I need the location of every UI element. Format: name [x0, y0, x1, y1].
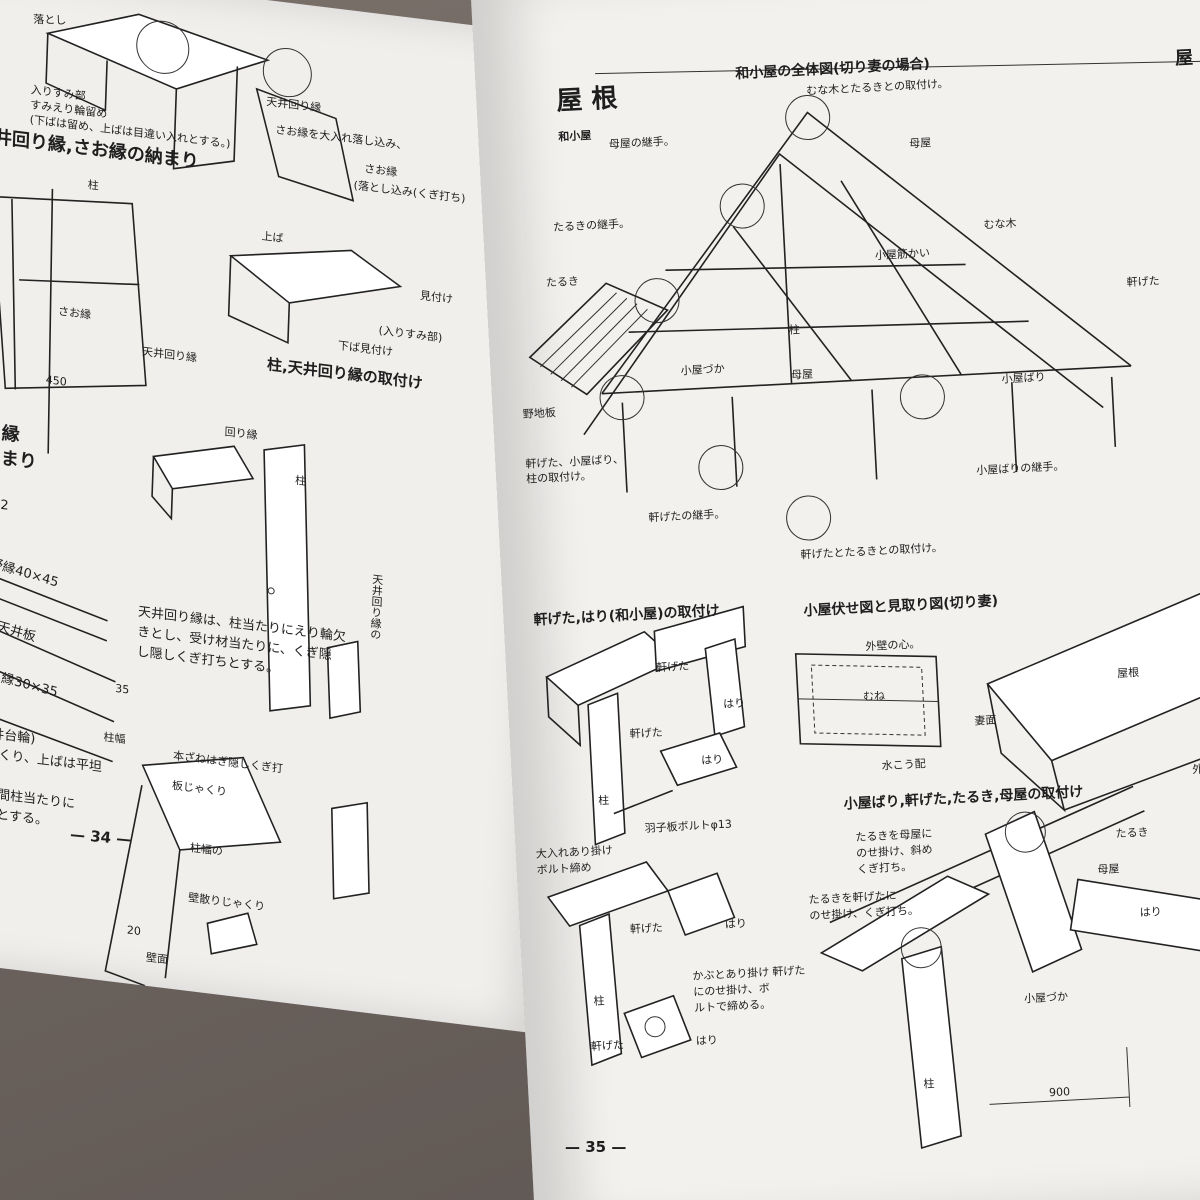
label-a-nokigeta: 軒げた [655, 659, 690, 675]
label-taruki: たるき [545, 274, 580, 290]
label-a-nokigeta-4: 軒げた [590, 1038, 625, 1054]
dim-x12: ×12 [0, 495, 9, 514]
left-page: 落とし 入りすみ部 すみえり輪留め (下ばは留め、上ばは目違い入れとする。) さ… [0, 0, 580, 1035]
label-munagi: むな木 [983, 216, 1017, 232]
label-koyazuka: 小屋づか [680, 362, 726, 378]
label-gaiheki-shin: 外壁の心。 [865, 637, 921, 654]
label-koya-sujikai: 小屋筋かい [874, 246, 931, 263]
dim-35: 35 [114, 681, 130, 697]
dim-900: 900 [1048, 1085, 1071, 1100]
label-c-hari: はり [1139, 905, 1163, 920]
header-char: 屋 [1174, 47, 1194, 70]
label-a-hari: はり [722, 696, 746, 711]
right-page-drawings [528, 60, 1200, 1150]
section-title-3: り縁 [0, 420, 21, 447]
label-hashira-main: 柱 [788, 323, 801, 337]
label-c-hashira: 柱 [923, 1077, 935, 1091]
label-pillar-top: 柱 [87, 178, 99, 193]
label-c-nokigeta: 軒げた [771, 963, 806, 979]
label-moya-2: 母屋 [790, 367, 814, 382]
label-a-hari-3: はり [724, 916, 748, 931]
label-vertical-tenjo: 天井回り縁の [368, 573, 384, 641]
label-a-nokigeta-3: 軒げた [629, 921, 664, 936]
dim-450: 450 [45, 373, 67, 389]
label-a-hari-4: はり [695, 1033, 719, 1048]
page-number-35: — 35 — [565, 1138, 627, 1156]
label-uwaba: 上ば [261, 229, 284, 246]
label-koyabari: 小屋ばり [1001, 370, 1046, 386]
label-moya: 母屋 [908, 136, 932, 151]
label-mizukobai: 水こう配 [881, 757, 926, 773]
label-a-hashira: 柱 [597, 793, 610, 808]
label-nojiita: 野地板 [522, 406, 557, 421]
label-c-taruki: たるき [1115, 825, 1149, 841]
label-otoshi: 落とし [32, 12, 67, 28]
page-title: 屋 根 [555, 83, 619, 117]
label-kabemen: 壁面 [145, 950, 169, 967]
right-page: 屋 屋 根 和小屋 和小屋の全体図(切り妻の場合) むな木とたるきとの取付け。 … [470, 0, 1200, 1200]
label-a-nokigeta-2: 軒げた [629, 725, 663, 741]
label-c-koyazuka: 小屋づか [1023, 990, 1069, 1006]
label-nokigeta: 軒げた [1126, 274, 1161, 290]
label-pillar-2: 柱 [294, 473, 307, 489]
left-page-drawings [0, 13, 403, 987]
label-c-moya: 母屋 [1097, 862, 1120, 877]
label-a-hashira-2: 柱 [593, 994, 605, 1008]
dim-20: 20 [126, 923, 142, 939]
note-c1-line-3: くぎ打ち。 [856, 860, 913, 876]
label-gaiheki: 外壁 [1191, 762, 1200, 777]
label-tsumamen: 妻面 [974, 713, 997, 728]
label-hashirahaba: 柱幅 [103, 730, 126, 747]
label-mune: むね [862, 689, 886, 704]
label-yane: 屋根 [1116, 665, 1140, 681]
label-bolt: ボルト締め [536, 860, 592, 877]
subtitle-wakoya: 和小屋 [558, 128, 592, 144]
label-a-hari-2: はり [700, 752, 724, 767]
